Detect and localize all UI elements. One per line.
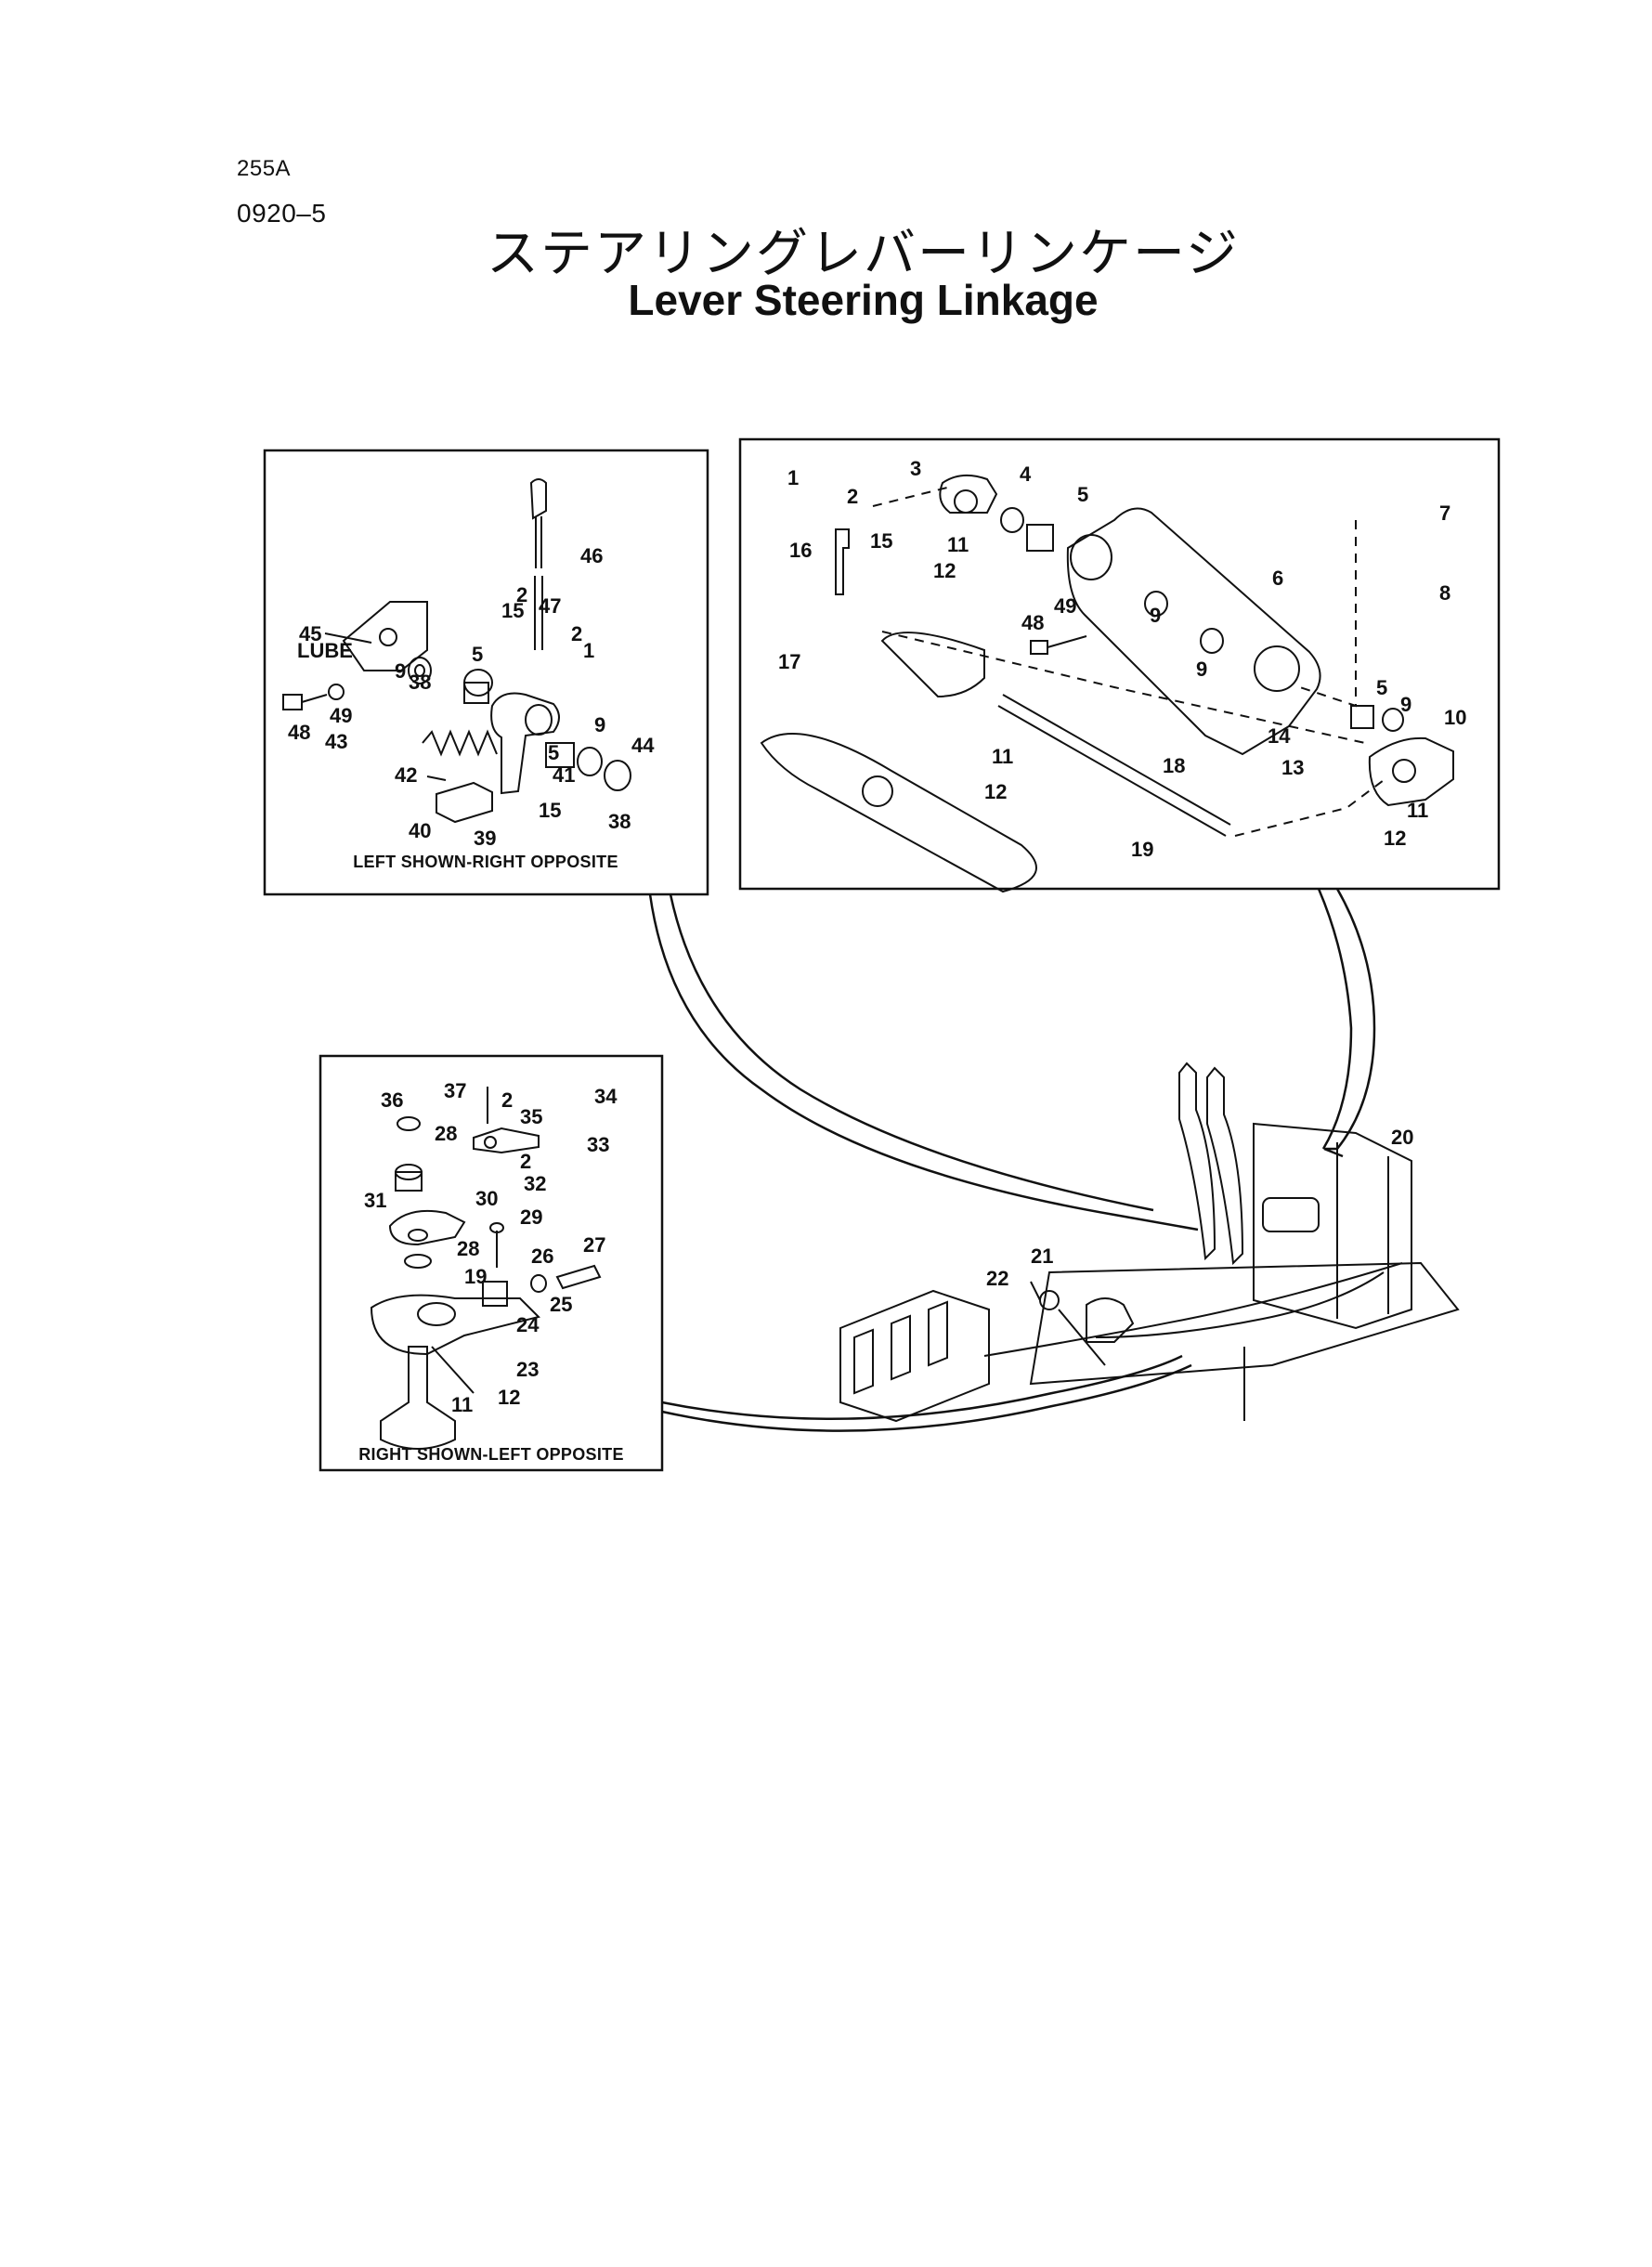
left-panel-callout-38: 38 — [409, 671, 431, 694]
left-panel-callout-5: 5 — [472, 643, 483, 666]
top-right-panel-callout-14: 14 — [1268, 724, 1291, 748]
top-right-panel-callout-3: 3 — [910, 457, 921, 480]
bottom-left-panel-callout-11: 11 — [451, 1393, 473, 1416]
left-panel-callout-47: 47 — [539, 594, 561, 618]
top-right-panel-callout-12: 12 — [984, 780, 1007, 803]
top-right-panel-callout-5: 5 — [1077, 483, 1088, 506]
main-assembly-callouts: 20 21 22 — [986, 1126, 1413, 1290]
steering-arm-illustration — [370, 1087, 602, 1450]
left-panel-caption: LEFT SHOWN-RIGHT OPPOSITE — [353, 853, 618, 871]
top-right-panel-callout-5: 5 — [1376, 676, 1387, 699]
top-right-panel-callout-7: 7 — [1439, 502, 1450, 525]
top-right-panel-frame — [738, 437, 1501, 891]
top-right-panel-callout-10: 10 — [1444, 706, 1466, 729]
left-panel-callout-41: 41 — [553, 763, 575, 787]
top-right-panel-callout-19: 19 — [1131, 838, 1153, 861]
bottom-left-panel-callout-19: 19 — [464, 1265, 487, 1288]
top-right-panel-callout-18: 18 — [1163, 754, 1185, 777]
left-panel-callout-9: 9 — [395, 659, 406, 683]
main-assembly-callout-21: 21 — [1031, 1244, 1053, 1268]
left-panel-frame — [263, 449, 709, 896]
bottom-left-panel-callout-33: 33 — [587, 1133, 609, 1156]
top-right-panel-callout-15: 15 — [870, 529, 892, 553]
top-right-panel-callout-48: 48 — [1021, 611, 1044, 634]
top-right-panel-callout-16: 16 — [789, 539, 812, 562]
bottom-left-panel-callout-26: 26 — [531, 1244, 553, 1268]
connector-curves — [648, 888, 1376, 1432]
bottom-left-panel-callout-35: 35 — [520, 1105, 542, 1128]
bottom-left-panel-callout-2: 2 — [501, 1088, 513, 1112]
top-right-panel-callout-12: 12 — [1384, 827, 1406, 850]
main-assembly-callout-20: 20 — [1391, 1126, 1413, 1149]
bottom-left-panel-callout-32: 32 — [524, 1172, 546, 1195]
pedal-linkage-illustration — [760, 474, 1454, 893]
bottom-left-panel-callout-34: 34 — [594, 1085, 618, 1108]
top-right-panel-callout-9: 9 — [1400, 693, 1411, 716]
left-panel-callout-1: 1 — [583, 639, 594, 662]
left-panel-callout-40: 40 — [409, 819, 431, 842]
left-panel-callout-15: 15 — [539, 799, 561, 822]
left-panel-callout-2: 2 — [516, 583, 527, 606]
left-panel-callout-42: 42 — [395, 763, 417, 787]
top-right-panel-callout-11: 11 — [947, 533, 969, 556]
top-right-panel-callout-12: 12 — [933, 559, 956, 582]
title-japanese: ステアリングレバーリンケージ — [487, 224, 1240, 284]
top-right-panel-callout-8: 8 — [1439, 581, 1450, 605]
main-assembly-illustration — [839, 1062, 1460, 1423]
title-english: Lever Steering Linkage — [628, 276, 1099, 324]
left-panel-callout-48: 48 — [288, 721, 310, 744]
page-code-section: 0920–5 — [237, 199, 327, 228]
bottom-left-panel-callout-37: 37 — [444, 1079, 466, 1102]
bottom-left-panel-callout-30: 30 — [475, 1187, 498, 1210]
left-panel-callout-45: 45 — [299, 622, 321, 645]
bottom-left-panel-caption: RIGHT SHOWN-LEFT OPPOSITE — [358, 1445, 624, 1464]
top-right-panel-callout-9: 9 — [1196, 658, 1207, 681]
top-right-panel-callout-11: 11 — [1407, 799, 1428, 822]
main-assembly-callout-22: 22 — [986, 1267, 1008, 1290]
left-panel-callout-49: 49 — [330, 704, 352, 727]
bottom-left-panel-callout-31: 31 — [364, 1189, 386, 1212]
top-right-panel-callout-2: 2 — [847, 485, 858, 508]
lube-label: LUBE — [297, 639, 353, 662]
steering-lever-illustration — [282, 478, 631, 824]
top-right-panel-callout-49: 49 — [1054, 594, 1076, 618]
bottom-left-panel-callout-24: 24 — [516, 1313, 540, 1336]
top-right-panel-callout-11: 11 — [992, 745, 1013, 768]
top-right-panel-callout-6: 6 — [1272, 567, 1283, 590]
left-panel-callout-43: 43 — [325, 730, 347, 753]
bottom-left-panel-callout-29: 29 — [520, 1205, 542, 1229]
bottom-left-panel-callout-36: 36 — [381, 1088, 403, 1112]
page-code-top: 255A — [237, 156, 292, 181]
top-right-panel-callout-17: 17 — [778, 650, 800, 673]
bottom-left-panel-callout-12: 12 — [498, 1386, 520, 1409]
bottom-left-panel-callout-2: 2 — [520, 1150, 531, 1173]
left-panel-callout-39: 39 — [474, 827, 496, 850]
bottom-left-panel-callout-28: 28 — [457, 1237, 479, 1260]
top-right-panel-callout-4: 4 — [1020, 463, 1032, 486]
left-panel-callout-2: 2 — [571, 622, 582, 645]
left-panel-callout-46: 46 — [580, 544, 603, 567]
left-panel-callout-38: 38 — [608, 810, 631, 833]
bottom-left-panel-callout-28: 28 — [435, 1122, 457, 1145]
bottom-left-panel-callout-25: 25 — [550, 1293, 572, 1316]
top-right-panel-callout-9: 9 — [1150, 604, 1161, 627]
top-right-panel-callout-13: 13 — [1281, 756, 1304, 779]
left-panel-callout-5: 5 — [548, 741, 559, 764]
bottom-left-panel-frame — [319, 1054, 664, 1472]
bottom-left-panel-callout-23: 23 — [516, 1358, 539, 1381]
left-panel-callout-44: 44 — [631, 734, 655, 757]
bottom-left-panel-callout-27: 27 — [583, 1233, 605, 1257]
left-panel-callout-15: 15 — [501, 599, 524, 622]
top-right-panel-callout-1: 1 — [787, 466, 799, 489]
left-panel-callout-9: 9 — [594, 713, 605, 736]
